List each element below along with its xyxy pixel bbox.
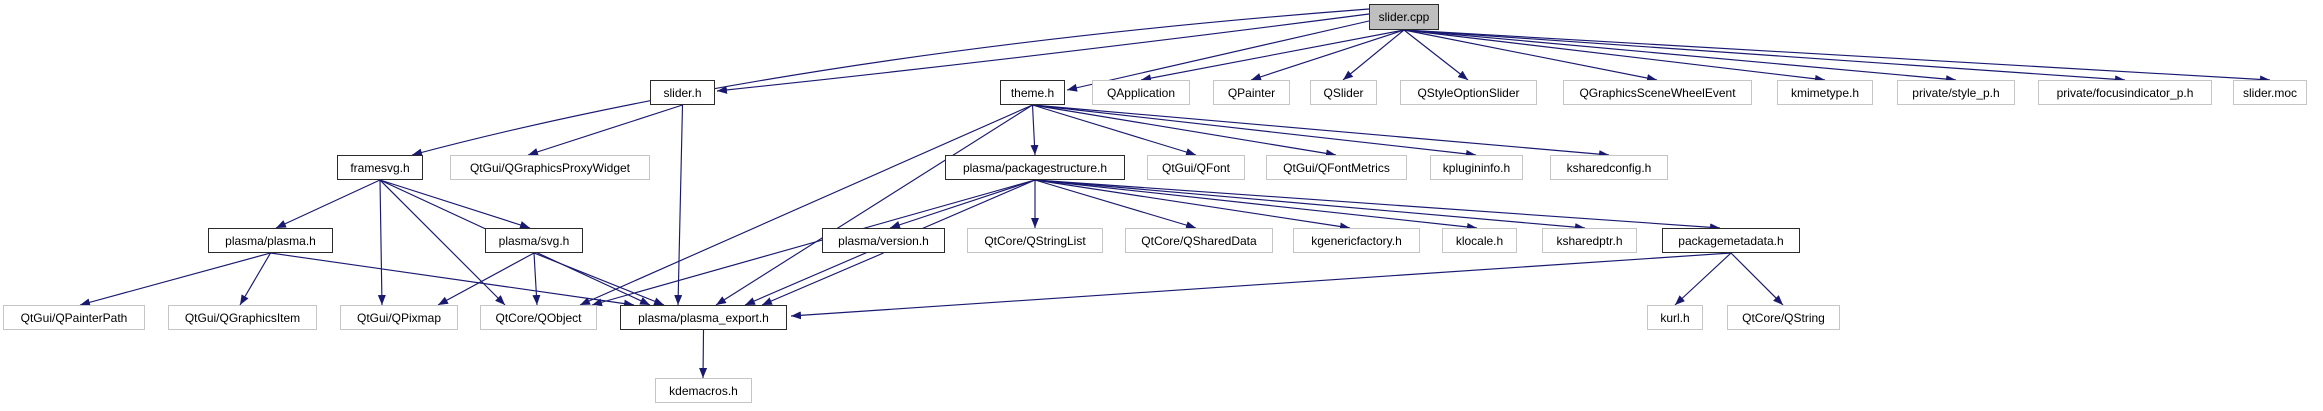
edge-theme-h-to-qobject (579, 104, 1033, 306)
node-qstring: QtCore/QString (1727, 305, 1840, 330)
edge-packagestructure-h-to-qshareddata (1034, 179, 1197, 229)
edge-slider-cpp-to-theme-h (1066, 20, 1370, 92)
node-qshareddata: QtCore/QSharedData (1125, 228, 1273, 253)
node-klocale-h: klocale.h (1442, 228, 1517, 253)
edge-slider-cpp-to-slider-h (716, 13, 1370, 94)
edge-packagemetadata-h-to-plasma-export-h (790, 252, 1732, 320)
node-qobject: QtCore/QObject (480, 305, 597, 330)
node-slider-cpp: slider.cpp (1369, 4, 1439, 30)
node-qgraphicsscenewheelevent: QGraphicsSceneWheelEvent (1563, 80, 1752, 105)
node-kurl-h: kurl.h (1647, 305, 1703, 330)
edge-slider-h-to-qgraphicsproxywidget (527, 104, 683, 156)
edge-slider-cpp-to-qpainter (1250, 29, 1405, 81)
node-qfontmetrics: QtGui/QFontMetrics (1266, 155, 1407, 180)
edge-svg-h-to-plasma-export-h (533, 252, 665, 306)
node-qpainter: QPainter (1213, 80, 1290, 105)
edge-theme-h-to-qfont (1032, 104, 1197, 156)
edge-plasma-h-to-qpainterpath (79, 252, 271, 307)
node-version-h[interactable]: plasma/version.h (822, 228, 945, 253)
edge-packagestructure-h-to-qobject (591, 179, 1036, 307)
edge-slider-h-to-plasma-export-h (674, 104, 684, 306)
edge-slider-cpp-to-slider-moc (1403, 29, 2271, 84)
node-packagestructure-h[interactable]: plasma/packagestructure.h (945, 155, 1125, 180)
edge-framesvg-h-to-qpixmap (377, 179, 386, 306)
edge-theme-h-to-qfontmetrics (1032, 104, 1337, 158)
edge-theme-h-to-ksharedconfig-h (1032, 104, 1610, 159)
edge-plasma-h-to-plasma-export-h (270, 252, 635, 308)
node-qpixmap: QtGui/QPixmap (340, 305, 458, 330)
edge-framesvg-h-to-qobject (379, 179, 506, 306)
node-kmimetype-h: kmimetype.h (1777, 80, 1873, 105)
edge-slider-cpp-to-style-p-h (1403, 29, 1957, 84)
edge-slider-cpp-to-focusindicator-p-h (1403, 29, 2126, 84)
node-ksharedptr-h: ksharedptr.h (1542, 228, 1637, 253)
edge-packagestructure-h-to-ksharedptr-h (1034, 179, 1586, 232)
node-qstyleoptionslider: QStyleOptionSlider (1400, 80, 1537, 105)
edge-theme-h-to-packagestructure-h (1030, 104, 1039, 156)
node-kplugininfo-h: kplugininfo.h (1430, 155, 1523, 180)
node-qgraphicsitem: QtGui/QGraphicsItem (168, 305, 317, 330)
edge-plasma-export-h-to-kdemacros-h (699, 329, 708, 379)
edge-packagemetadata-h-to-qstring (1730, 252, 1784, 306)
edge-slider-cpp-to-qslider (1342, 29, 1405, 81)
edge-slider-cpp-to-qapplication (1140, 29, 1405, 83)
edge-theme-h-to-plasma-export-h (715, 104, 1033, 306)
node-plasma-export-h[interactable]: plasma/plasma_export.h (620, 305, 787, 330)
edge-packagemetadata-h-to-kurl-h (1674, 252, 1732, 306)
edge-svg-h-to-qpixmap (437, 252, 535, 306)
edge-plasma-h-to-qgraphicsitem (239, 252, 271, 306)
edge-svg-h-to-qobject (532, 252, 541, 306)
edge-packagestructure-h-to-packagemetadata-h (1034, 179, 1721, 232)
node-theme-h[interactable]: theme.h (1000, 80, 1065, 105)
edge-slider-cpp-to-qgraphicsscenewheelevent (1403, 29, 1658, 82)
edge-slider-cpp-to-kmimetype-h (1403, 29, 1826, 83)
node-framesvg-h[interactable]: framesvg.h (337, 155, 423, 180)
node-slider-h[interactable]: slider.h (650, 80, 715, 105)
node-plasma-h[interactable]: plasma/plasma.h (208, 228, 333, 253)
node-ksharedconfig-h: ksharedconfig.h (1550, 155, 1668, 180)
node-qgraphicsproxywidget: QtGui/QGraphicsProxyWidget (450, 155, 650, 180)
node-svg-h[interactable]: plasma/svg.h (485, 228, 583, 253)
node-qfont: QtGui/QFont (1147, 155, 1245, 180)
node-kdemacros-h: kdemacros.h (655, 378, 752, 403)
node-qslider: QSlider (1310, 80, 1377, 105)
node-slider-moc: slider.moc (2233, 80, 2307, 105)
edge-framesvg-h-to-plasma-h (275, 179, 381, 229)
edge-slider-cpp-to-qstyleoptionslider (1403, 29, 1469, 81)
edge-slider-cpp-to-framesvg-h (411, 8, 1370, 157)
edge-packagestructure-h-to-klocale-h (1034, 179, 1478, 231)
node-kgenericfactory-h: kgenericfactory.h (1293, 228, 1420, 253)
edge-framesvg-h-to-svg-h (379, 179, 531, 229)
node-focusindicator-p-h: private/focusindicator_p.h (2038, 80, 2212, 105)
edge-version-h-to-plasma-export-h (761, 252, 884, 306)
edge-packagestructure-h-to-version-h (889, 179, 1036, 229)
node-qstringlist: QtCore/QStringList (967, 228, 1103, 253)
node-qpainterpath: QtGui/QPainterPath (3, 305, 145, 330)
node-style-p-h: private/style_p.h (1897, 80, 2015, 105)
edge-packagestructure-h-to-kgenericfactory-h (1034, 179, 1351, 231)
node-qapplication: QApplication (1092, 80, 1190, 105)
node-packagemetadata-h[interactable]: packagemetadata.h (1662, 228, 1800, 253)
edge-theme-h-to-kplugininfo-h (1032, 104, 1477, 158)
